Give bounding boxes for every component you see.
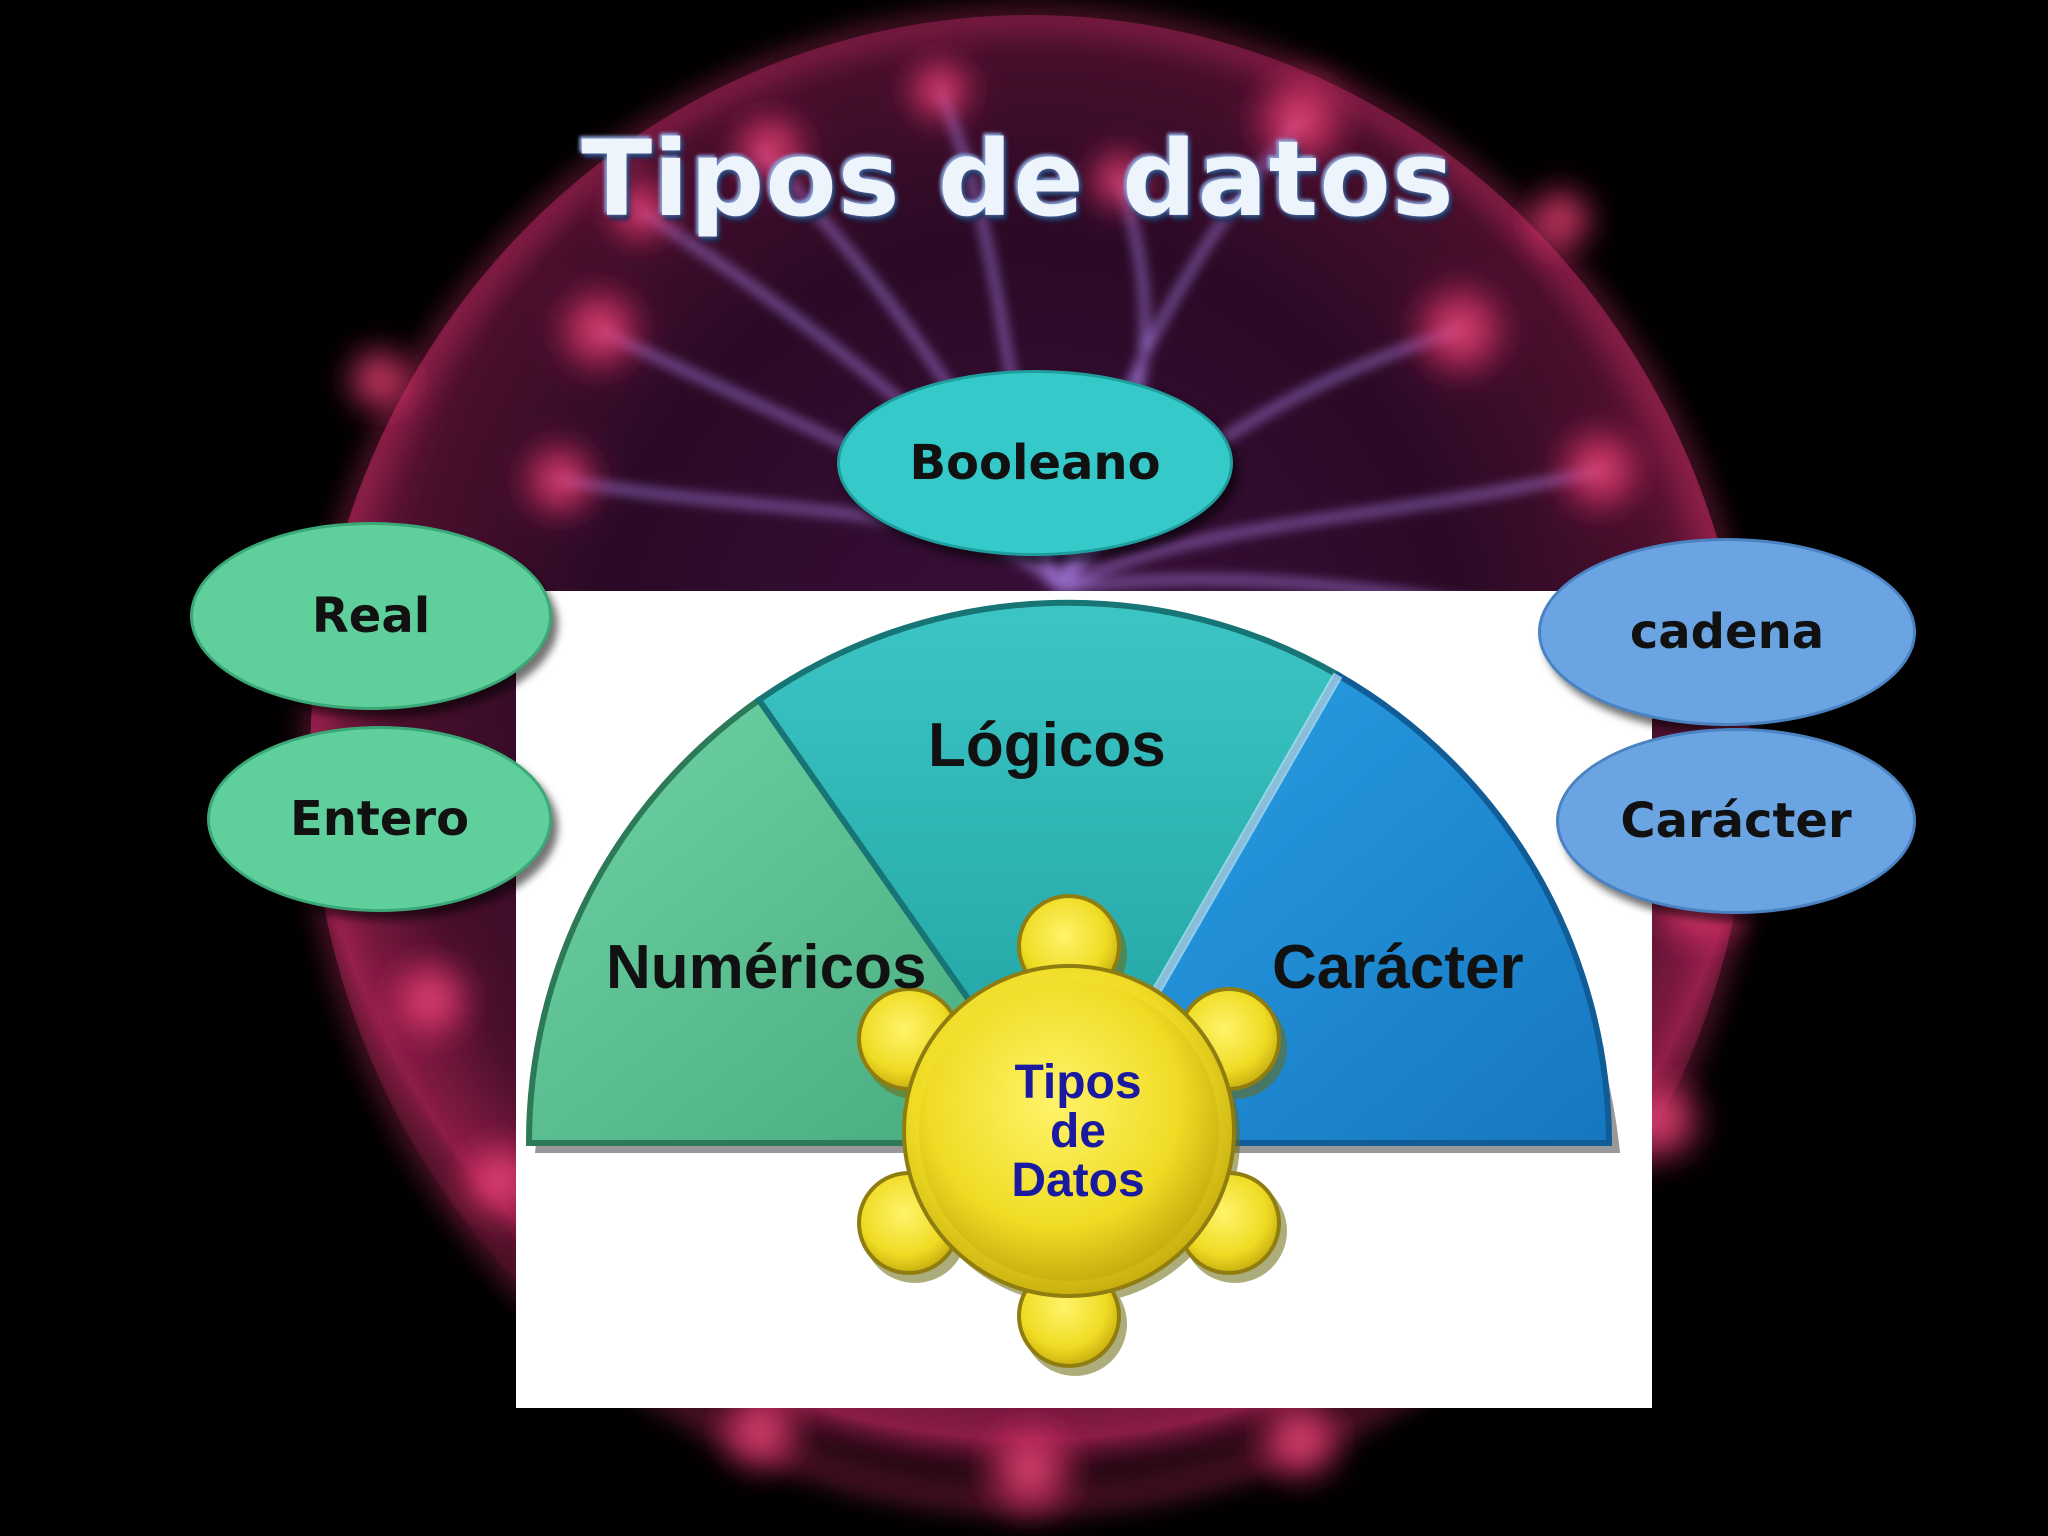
sector-label-logicos: Lógicos <box>928 711 1166 780</box>
center-label-line-2: de <box>1049 1105 1106 1158</box>
center-label-line-1: Tipos <box>1014 1056 1142 1109</box>
oval-cadena: cadena <box>1538 538 1916 726</box>
center-gear <box>857 894 1287 1376</box>
oval-booleano: Booleano <box>837 370 1233 556</box>
oval-caracter: Carácter <box>1556 728 1916 914</box>
sector-logicos <box>754 599 1343 1149</box>
sector-label-caracter: Carácter <box>1272 933 1524 1002</box>
slide-title: Tipos de datos <box>581 118 1455 240</box>
oval-entero: Entero <box>207 726 552 912</box>
center-label-line-3: Datos <box>1011 1154 1145 1207</box>
data-types-diagram <box>525 599 1620 1376</box>
center-label: Tipos de Datos <box>990 1058 1166 1205</box>
sector-label-numericos: Numéricos <box>606 933 927 1002</box>
oval-real: Real <box>190 522 552 710</box>
